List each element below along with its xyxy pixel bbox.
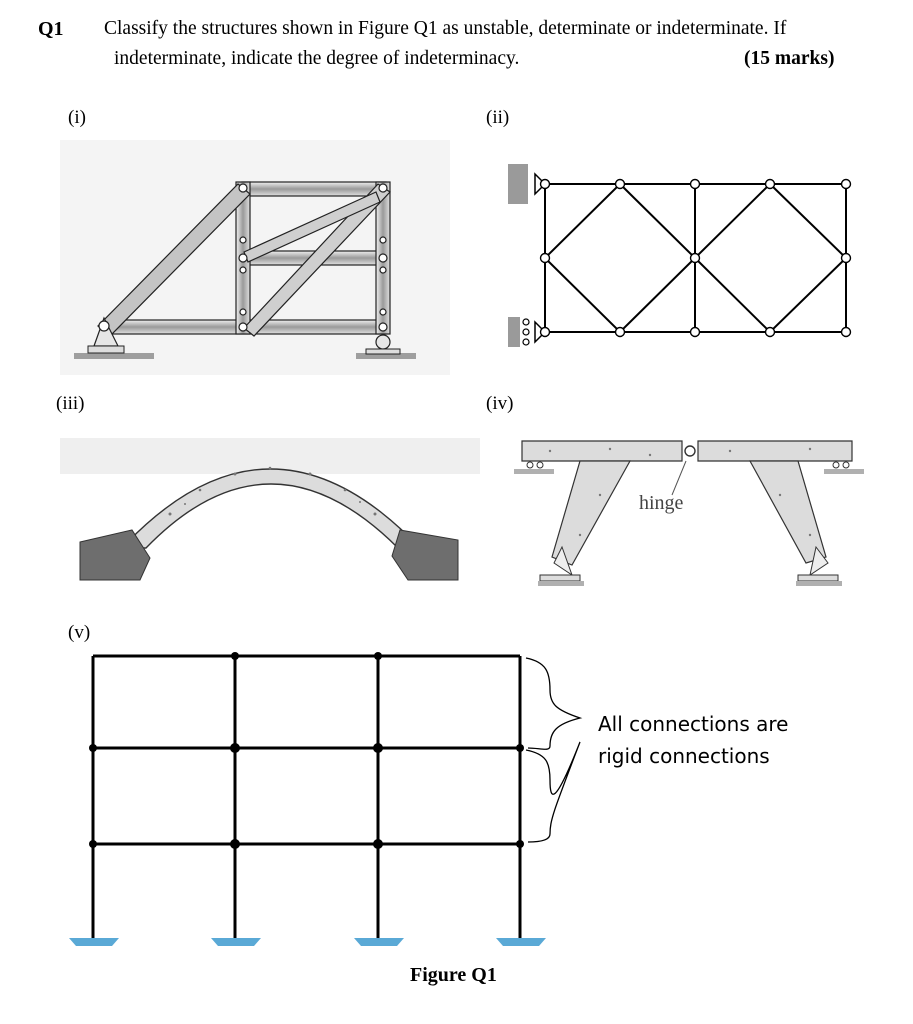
- figure-i-label: (i): [68, 107, 86, 128]
- arch-rib: [120, 468, 422, 549]
- annotation-line-1: All connections are: [598, 712, 789, 736]
- figure-ii-label: (ii): [486, 107, 510, 128]
- figure-caption: Figure Q1: [410, 964, 497, 986]
- question-text-line-2: indeterminate, indicate the degree of in…: [114, 48, 520, 69]
- fixed-support-2: [211, 938, 261, 946]
- brace-lower: [525, 741, 581, 843]
- ground-left: [74, 353, 154, 359]
- figure-ii-truss: [508, 164, 852, 347]
- figure-v-label: (v): [68, 622, 91, 643]
- figure-iv-frame: [514, 440, 864, 586]
- wall-support-top: [508, 164, 528, 204]
- abutment-left: [79, 529, 151, 581]
- hinge-pin: [684, 445, 696, 457]
- question-number: Q1: [38, 18, 64, 40]
- fixed-support-1: [69, 938, 119, 946]
- roller-support-right: [375, 334, 391, 350]
- annotation-line-2: rigid connections: [598, 744, 770, 768]
- hinge-label: hinge: [639, 492, 684, 514]
- question-marks: (15 marks): [744, 48, 835, 69]
- figure-iv-label: (iv): [486, 393, 514, 414]
- brace-upper: [525, 657, 583, 750]
- figure-iii-label: (iii): [56, 393, 85, 414]
- figure-v-frame: [69, 652, 583, 946]
- abutment-right: [391, 529, 459, 581]
- wall-support-bottom: [508, 317, 520, 347]
- figure-iii-arch: [60, 438, 480, 581]
- question-text-line-1: Classify the structures shown in Figure …: [104, 18, 787, 39]
- fixed-support-4: [496, 938, 546, 946]
- ground-right: [356, 353, 416, 359]
- figure-i-truss: [60, 140, 450, 375]
- fixed-support-3: [354, 938, 404, 946]
